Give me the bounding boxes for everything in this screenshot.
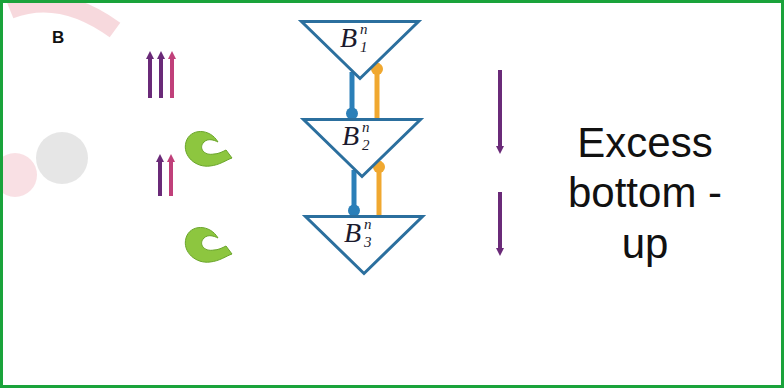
node-symbol: B [342, 122, 359, 150]
subscript: 2 [362, 138, 370, 153]
caption-text: Excess bottom -up [560, 118, 730, 269]
panel-letter: B [52, 28, 64, 48]
triangle-node: Bn 1 [300, 20, 420, 80]
down-arrows [498, 70, 502, 252]
node-symbol: B [340, 24, 357, 52]
triangle-node: Bn 2 [302, 118, 422, 178]
node-symbol: B [344, 219, 361, 247]
watermark-dot [0, 153, 37, 197]
watermark-dot [36, 132, 88, 184]
receptor-blobs [185, 132, 232, 263]
superscript: n [360, 22, 368, 37]
connector [371, 63, 383, 120]
subscript: 3 [364, 235, 372, 250]
superscript: n [364, 217, 372, 232]
connector [373, 161, 385, 217]
connector [348, 170, 360, 217]
watermark-arc [10, 3, 115, 30]
connector [346, 72, 358, 120]
subscript: 1 [360, 40, 368, 55]
triangle-node: Bn 3 [304, 215, 424, 275]
superscript: n [362, 120, 370, 135]
up-arrows [150, 55, 172, 196]
